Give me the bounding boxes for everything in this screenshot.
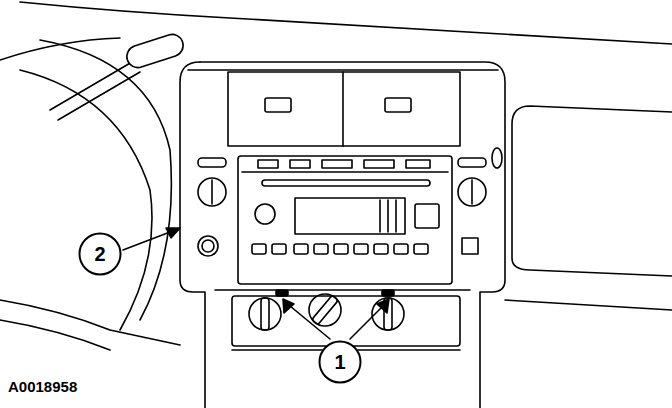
figure-code: A0018958 — [8, 378, 77, 395]
callout-number: 2 — [94, 244, 105, 264]
callout-circle: 1 — [318, 340, 362, 384]
callout-circle: 2 — [78, 232, 122, 276]
callout-number: 1 — [334, 352, 345, 372]
